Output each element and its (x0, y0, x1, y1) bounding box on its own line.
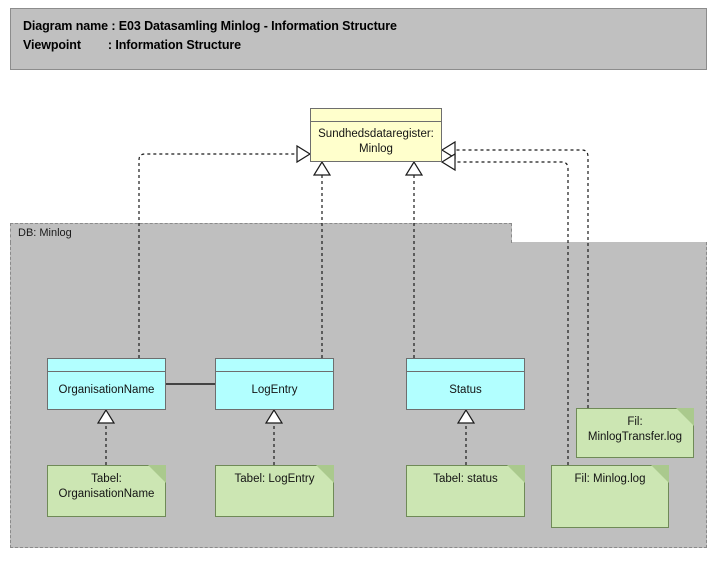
node-label: OrganisationName (58, 384, 155, 397)
diagram-name-row: Diagram name : E03 Datasamling Minlog - … (23, 19, 397, 33)
node-artifact-tabel-status[interactable]: Tabel: status (406, 465, 525, 517)
arrowhead-minloglog (440, 152, 456, 172)
arrowhead-tabelorganisationname (96, 408, 116, 424)
viewpoint-text: Viewpoint : Information Structure (23, 38, 242, 52)
node-band (216, 359, 333, 372)
arrowhead-tabellogentry (264, 408, 284, 424)
node-artifact-tabel-organisationname[interactable]: Tabel: OrganisationName (47, 465, 166, 517)
arrowhead-logentry (312, 160, 332, 176)
node-band (407, 359, 524, 372)
folded-corner-icon (676, 408, 694, 426)
arrowhead-minlogtransferlog (440, 140, 456, 160)
node-data-object-logentry[interactable]: LogEntry (215, 358, 334, 410)
group-db-minlog-seam (11, 241, 511, 244)
node-data-object-organisationname[interactable]: OrganisationName (47, 358, 166, 410)
node-label: Fil: Minlog.log (574, 473, 646, 485)
node-data-object-status[interactable]: Status (406, 358, 525, 410)
rel-minloglog-to-businessobject (452, 161, 569, 465)
node-business-object-sundhedsdataregister[interactable]: Sundhedsdataregister: Minlog (310, 108, 442, 162)
rel-organisationname-to-businessobject (138, 153, 300, 358)
viewpoint-row: Viewpoint : Information Structure (23, 38, 241, 52)
node-artifact-fil-minlogtransfer-log[interactable]: Fil: MinlogTransfer.log (576, 408, 694, 458)
node-label: Tabel: LogEntry (234, 473, 315, 485)
arrowhead-tabelstatus (456, 408, 476, 424)
node-artifact-fil-minlog-log[interactable]: Fil: Minlog.log (551, 465, 669, 528)
node-label: Status (449, 384, 482, 397)
folded-corner-icon (651, 465, 669, 483)
group-db-minlog-label: DB: Minlog (18, 227, 72, 239)
folded-corner-icon (507, 465, 525, 483)
node-label: Fil: MinlogTransfer.log (587, 416, 683, 443)
diagram-title-block: Diagram name : E03 Datasamling Minlog - … (10, 8, 707, 70)
node-label: Tabel: OrganisationName (58, 473, 155, 500)
folded-corner-icon (148, 465, 166, 483)
node-label: Sundhedsdataregister: Minlog (318, 128, 434, 155)
arrowhead-organisationname (296, 144, 312, 164)
arrowhead-status (404, 160, 424, 176)
node-band (311, 109, 441, 122)
diagram-name-text: Diagram name : E03 Datasamling Minlog - … (23, 19, 397, 33)
node-label: Tabel: status (433, 473, 498, 485)
node-label: LogEntry (251, 384, 298, 397)
node-band (48, 359, 165, 372)
node-artifact-tabel-logentry[interactable]: Tabel: LogEntry (215, 465, 334, 517)
folded-corner-icon (316, 465, 334, 483)
